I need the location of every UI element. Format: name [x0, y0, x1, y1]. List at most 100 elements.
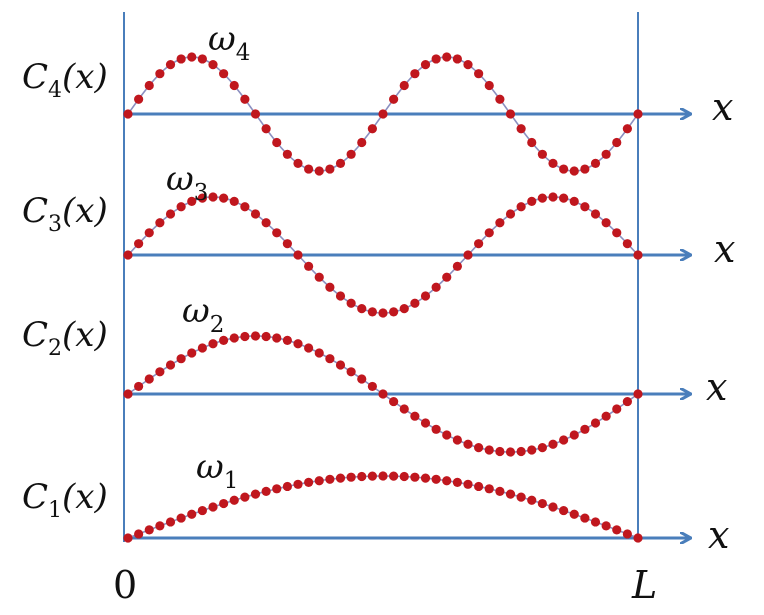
curve-dot	[165, 60, 176, 70]
mode-2: C2(x)ω2x	[22, 291, 727, 457]
curve-dot	[559, 505, 569, 516]
curve-dot	[134, 381, 144, 392]
curve-dot	[569, 166, 579, 176]
curve-dot	[304, 164, 314, 174]
curve-dot	[516, 124, 526, 134]
curve-dot	[452, 261, 462, 271]
curve-dot	[123, 109, 133, 119]
curve-dot	[208, 192, 218, 202]
curve-dot	[335, 473, 346, 483]
curve-dot	[548, 158, 558, 168]
curve-dot	[580, 513, 590, 523]
curve-dot	[187, 52, 197, 62]
curve-dot	[282, 239, 292, 249]
curve-dot	[399, 471, 409, 482]
axis-variable-label: x	[706, 365, 727, 409]
curve-dot	[282, 149, 292, 159]
curve-dot	[325, 474, 335, 484]
curve-dot	[495, 218, 505, 228]
curve-dot	[261, 218, 271, 228]
curve-dot	[590, 158, 601, 168]
function-symbol: C	[22, 315, 48, 355]
curve-dot	[442, 430, 452, 440]
curve-dot	[612, 228, 622, 238]
curve-dot	[176, 54, 186, 64]
curve-dot	[250, 331, 261, 341]
curve-dot	[293, 158, 303, 168]
curve-dot	[505, 447, 516, 457]
curve-dot	[580, 164, 590, 174]
curve-dot	[155, 69, 165, 79]
curve-dot	[463, 60, 473, 70]
curve-dot	[495, 486, 505, 496]
curve-dot	[367, 124, 377, 134]
curve-dot	[250, 489, 261, 499]
curve-dot	[176, 202, 186, 212]
curve-dot	[601, 149, 611, 159]
curve-dot	[346, 472, 356, 482]
function-argument: (x)	[62, 315, 108, 355]
curve-dot	[144, 374, 154, 384]
curve-dot	[304, 477, 314, 487]
curve-dot	[293, 479, 303, 489]
curve-dot	[442, 272, 452, 282]
curve-dot	[537, 149, 547, 159]
curve-dot	[165, 209, 176, 219]
curve-dot	[219, 498, 229, 509]
curve-dot	[261, 124, 271, 134]
curve-dot	[144, 80, 154, 91]
curve-dot	[622, 396, 632, 407]
curve-dot	[367, 471, 377, 481]
curve-dot	[250, 209, 261, 219]
curve-dot	[314, 348, 324, 358]
function-subscript: 2	[48, 336, 62, 361]
curve-dot	[420, 60, 431, 70]
curve-dot	[187, 348, 197, 358]
curve-dot	[548, 192, 558, 202]
curve-dot	[431, 474, 441, 484]
curve-dot	[505, 109, 516, 119]
curve-dot	[410, 69, 420, 79]
curve-dot	[452, 54, 462, 64]
curve-dot	[559, 435, 569, 445]
curve-dot	[134, 529, 144, 539]
curve-dot	[484, 445, 494, 455]
curve-dot	[272, 333, 282, 343]
curve-dot	[165, 360, 176, 370]
curve-dot	[378, 389, 388, 399]
curve-dot	[474, 239, 484, 249]
curve-dot	[197, 505, 207, 516]
curve-dot	[197, 193, 207, 203]
curve-dot	[590, 418, 601, 428]
curve-dot	[335, 360, 346, 370]
curve-dot	[378, 308, 388, 318]
curve-dot	[537, 442, 547, 453]
curve-dot	[484, 484, 494, 494]
curve-dot	[527, 137, 537, 148]
curve-dot	[452, 435, 462, 445]
curve-dot	[474, 442, 484, 453]
curve-dot	[633, 389, 643, 399]
curve-dot	[399, 404, 409, 414]
curve-dot	[282, 335, 292, 346]
curve-dot	[325, 282, 335, 292]
curve-dot	[240, 202, 250, 212]
curve-dot	[612, 137, 622, 148]
curve-dot	[187, 509, 197, 519]
curve-dot	[219, 335, 229, 346]
curve-dot	[474, 481, 484, 492]
curve-dot	[569, 430, 579, 440]
axis-variable-label: x	[714, 227, 735, 271]
curve-dot	[261, 486, 271, 496]
curve-dot	[208, 60, 218, 70]
curve-dot	[335, 158, 346, 168]
mode-function-label: C3(x)	[22, 191, 108, 237]
curve-dot	[357, 137, 367, 148]
function-symbol: C	[22, 191, 48, 231]
curve-dot	[410, 298, 420, 308]
curve-dot	[495, 446, 505, 457]
curve-dot	[569, 509, 579, 519]
curve-dot	[219, 193, 229, 203]
curve-dot	[463, 479, 473, 489]
